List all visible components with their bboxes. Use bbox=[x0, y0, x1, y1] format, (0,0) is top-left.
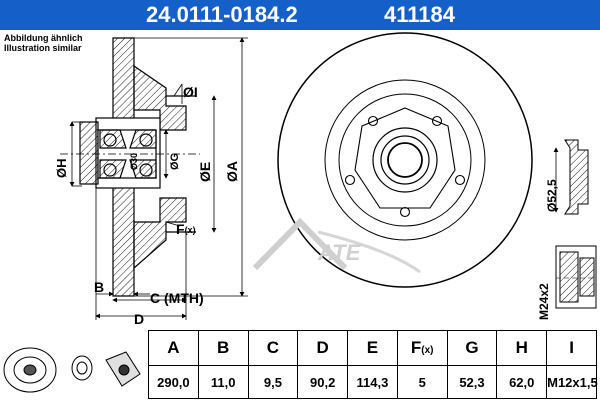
spec-header-a: A bbox=[148, 330, 199, 366]
spec-value-e: 114,3 bbox=[347, 365, 398, 399]
product-thumbnail bbox=[3, 347, 141, 393]
part-number: 24.0111-0184.2 bbox=[146, 2, 298, 27]
spec-header-b: B bbox=[197, 330, 249, 366]
label-diameter-i: ØI bbox=[183, 84, 198, 100]
label-diameter-a: ØA bbox=[224, 161, 240, 182]
spec-value-row: 290,0 11,0 9,5 90,2 114,3 5 52,3 62,0 M1… bbox=[148, 365, 598, 399]
illustration-note: Abbildung ähnlich Illustration similar bbox=[4, 33, 83, 53]
front-view bbox=[252, 32, 533, 288]
spec-value-a: 290,0 bbox=[148, 365, 199, 399]
label-nut-thread: M24x2 bbox=[537, 283, 551, 320]
label-diameter-e: ØE bbox=[197, 162, 213, 182]
reference-number: 411184 bbox=[384, 2, 455, 27]
label-f: F(x) bbox=[176, 221, 196, 237]
spec-value-f: 5 bbox=[396, 365, 448, 399]
label-c-mth: C (MTH) bbox=[150, 290, 204, 306]
note-line-german: Abbildung ähnlich bbox=[4, 33, 83, 43]
hub-nut-view bbox=[555, 245, 597, 309]
spec-value-b: 11,0 bbox=[197, 365, 249, 399]
specification-table: A B C D E F(x) G H I 290,0 11,0 9,5 90,2… bbox=[148, 330, 598, 399]
spec-value-h: 62,0 bbox=[496, 365, 548, 399]
spec-value-d: 90,2 bbox=[297, 365, 349, 399]
dimension-lines bbox=[69, 37, 248, 320]
dust-cap-view bbox=[553, 139, 589, 215]
spec-value-c: 9,5 bbox=[247, 365, 299, 399]
cross-section-view bbox=[60, 37, 200, 297]
spec-header-i: I bbox=[546, 330, 597, 366]
label-b: B bbox=[94, 279, 104, 295]
spec-header-g: G bbox=[446, 330, 498, 366]
title-bar: 24.0111-0184.2 411184 bbox=[0, 0, 600, 30]
label-d: D bbox=[134, 311, 144, 327]
spec-header-f: F(x) bbox=[396, 330, 448, 366]
label-diameter-g: ØG bbox=[169, 153, 181, 170]
spec-header-c: C bbox=[247, 330, 299, 366]
label-cap-diameter: Ø52,5 bbox=[545, 179, 559, 212]
spec-value-g: 52,3 bbox=[446, 365, 498, 399]
note-line-english: Illustration similar bbox=[4, 43, 82, 53]
spec-header-row: A B C D E F(x) G H I bbox=[148, 330, 597, 366]
spec-header-e: E bbox=[347, 330, 398, 366]
spec-header-d: D bbox=[297, 330, 349, 366]
spec-value-i: M12x1,5 bbox=[546, 365, 598, 399]
label-bore-diameter: Ø30 bbox=[129, 153, 139, 170]
spec-header-h: H bbox=[496, 330, 548, 366]
label-diameter-h: ØH bbox=[54, 159, 69, 179]
ate-watermark-logo: ATE bbox=[317, 240, 362, 265]
technical-drawing: ØI ØH Ø30 ØG ØE ØA F(x) B C (MTH) D ATE … bbox=[54, 32, 597, 327]
